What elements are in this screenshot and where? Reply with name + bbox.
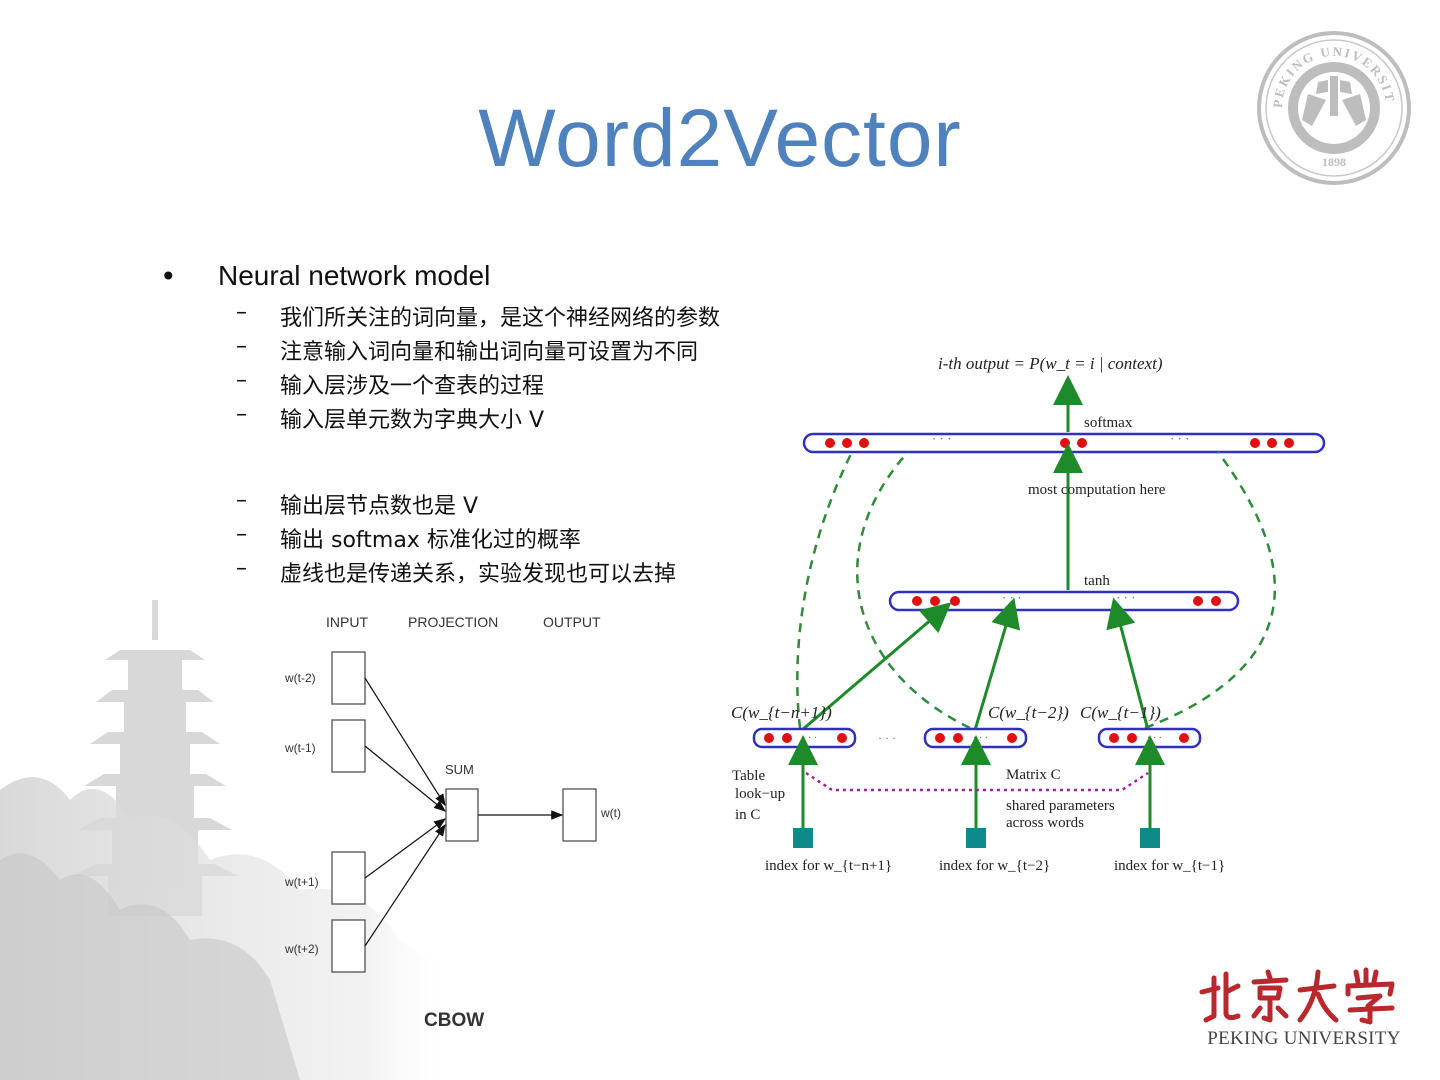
computation-label: most computation here — [1028, 482, 1166, 498]
cbow-input-label: w(t+2) — [284, 942, 319, 956]
sub-bullet-text: 我们所关注的词向量，是这个神经网络的参数 — [280, 306, 721, 331]
context-to-hidden-arrow — [1106, 597, 1150, 731]
nnlm-diagram: i-th output = P(w_t = i | context) softm… — [731, 354, 1326, 874]
context-to-hidden-arrow — [973, 597, 1021, 731]
dash-icon: – — [236, 556, 247, 581]
dash-icon: – — [236, 402, 247, 427]
ellipsis-text: · · · — [1002, 590, 1022, 605]
slide-title: Word2Vector — [478, 93, 962, 184]
sub-bullet-text: 输入层单元数为字典大小 V — [280, 408, 545, 433]
cbow-arrow — [364, 745, 446, 812]
ellipsis-text: · · · — [802, 733, 817, 744]
cbow-input-label: w(t-2) — [284, 671, 316, 685]
index-square — [966, 828, 986, 848]
tanh-layer-box — [888, 590, 1240, 612]
table-lookup-label: Table — [732, 768, 765, 784]
context-label: C(w_{t−1}) — [1080, 703, 1161, 722]
cbow-output-label: w(t) — [600, 806, 621, 820]
ellipsis-text: · · · — [1170, 431, 1190, 446]
pagoda-background-image — [0, 600, 460, 1080]
cbow-arrow — [364, 823, 446, 947]
cbow-diagram: INPUT PROJECTION OUTPUT w(t-2) w(t-1) w(… — [284, 614, 621, 1031]
cbow-header-output: OUTPUT — [543, 614, 601, 630]
dash-icon: – — [236, 368, 247, 393]
cbow-input-box — [331, 919, 366, 973]
index-label: index for w_{t−n+1} — [765, 858, 892, 874]
table-lookup-label: look−up — [735, 786, 785, 802]
cbow-header-projection: PROJECTION — [408, 614, 498, 630]
ellipsis-text: · · · — [1147, 733, 1162, 744]
matrix-label: Matrix C — [1006, 767, 1061, 783]
cbow-input-label: w(t+1) — [284, 875, 319, 889]
output-probability-label: i-th output = P(w_t = i | context) — [938, 354, 1163, 373]
cbow-arrow — [364, 677, 446, 807]
dash-icon: – — [236, 300, 247, 325]
cbow-arrow — [364, 818, 446, 879]
cbow-output-box — [562, 788, 597, 842]
index-label: index for w_{t−2} — [939, 858, 1050, 874]
cbow-header-input: INPUT — [326, 614, 368, 630]
context-label: C(w_{t−n+1}) — [731, 703, 832, 722]
tanh-label: tanh — [1084, 573, 1110, 589]
dash-icon: – — [236, 522, 247, 547]
ellipsis-text: · · · — [1116, 590, 1136, 605]
shared-params-label: shared parameters — [1006, 798, 1115, 814]
university-name-english: PEKING UNIVERSITY — [1207, 1028, 1401, 1049]
ellipsis-text: · · · — [878, 731, 896, 745]
cbow-sum-label: SUM — [445, 762, 474, 777]
ellipsis-text: · · · — [973, 733, 988, 744]
bullet-dot-icon: • — [160, 260, 177, 293]
cbow-sum-box — [445, 788, 479, 842]
index-square — [793, 828, 813, 848]
skip-connections — [796, 451, 1276, 730]
cbow-input-box — [331, 719, 366, 773]
sub-bullet-text: 输出 softmax 标准化过的概率 — [280, 528, 581, 553]
softmax-label: softmax — [1084, 415, 1133, 431]
cbow-input-label: w(t-1) — [284, 741, 316, 755]
index-label: index for w_{t−1} — [1114, 858, 1225, 874]
context-to-hidden-arrow — [801, 602, 952, 732]
index-square — [1140, 828, 1160, 848]
sub-bullet-text: 输出层节点数也是 V — [280, 494, 479, 519]
peking-university-seal-icon: PEKING UNIVERSITY 1898 — [1256, 30, 1411, 185]
shared-parameters-link — [805, 771, 1149, 792]
table-lookup-label: in C — [735, 807, 760, 823]
cbow-input-box — [331, 851, 366, 905]
shared-params-label: across words — [1006, 815, 1084, 831]
dash-icon: – — [236, 488, 247, 513]
dash-icon: – — [236, 334, 247, 359]
cbow-caption: CBOW — [424, 1010, 484, 1031]
ellipsis-text: · · · — [932, 431, 952, 446]
svg-text:1898: 1898 — [1322, 155, 1346, 169]
sub-bullet-text: 输入层涉及一个查表的过程 — [280, 374, 545, 399]
sub-bullet-text: 注意输入词向量和输出词向量可设置为不同 — [280, 340, 699, 365]
context-label: C(w_{t−2}) — [988, 703, 1069, 722]
cbow-input-box — [331, 651, 366, 705]
peking-university-logo — [1199, 967, 1395, 1025]
bullet-text: Neural network model — [218, 260, 491, 291]
sub-bullet-text: 虚线也是传递关系，实验发现也可以去掉 — [280, 562, 677, 587]
